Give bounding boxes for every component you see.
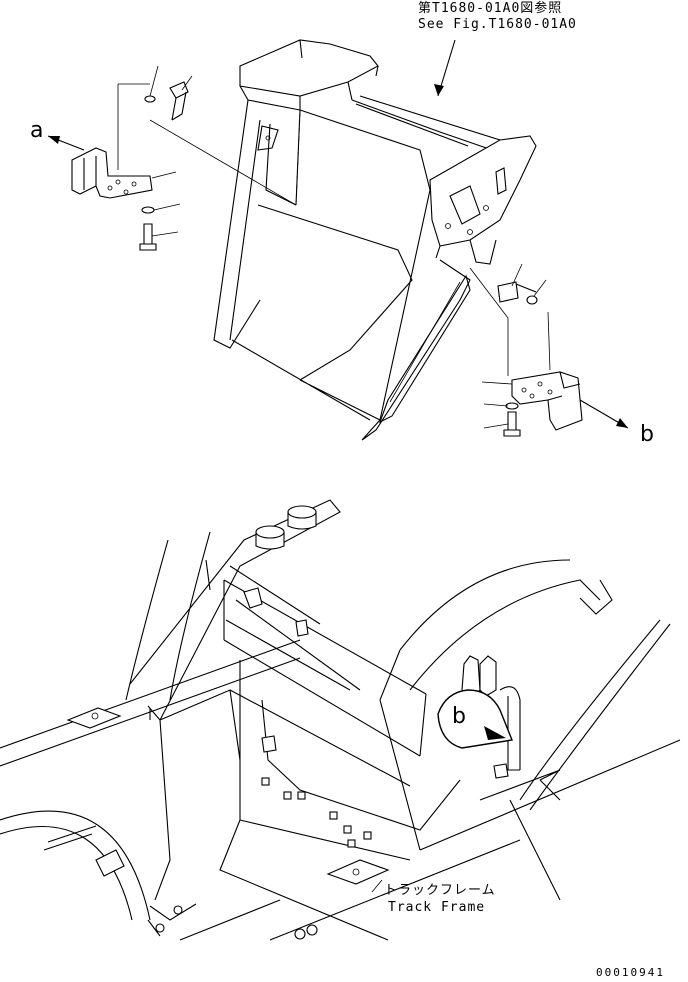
track-frame-view <box>0 499 681 941</box>
bolt-blocks <box>261 777 372 848</box>
view-marker-b: b <box>640 422 654 447</box>
track-frame-label-en: Track Frame <box>388 900 486 915</box>
reference-note-en: See Fig.T1680-01A0 <box>418 17 577 32</box>
view-marker-a: a <box>30 118 44 143</box>
detail-marker-b: b <box>452 704 466 729</box>
drawing-number: 00010941 <box>596 966 665 979</box>
reference-note-jp: 第T1680-01A0図参照 <box>418 1 563 16</box>
cover-assembly <box>47 39 629 441</box>
track-frame-label-jp: トラックフレーム <box>384 883 496 898</box>
